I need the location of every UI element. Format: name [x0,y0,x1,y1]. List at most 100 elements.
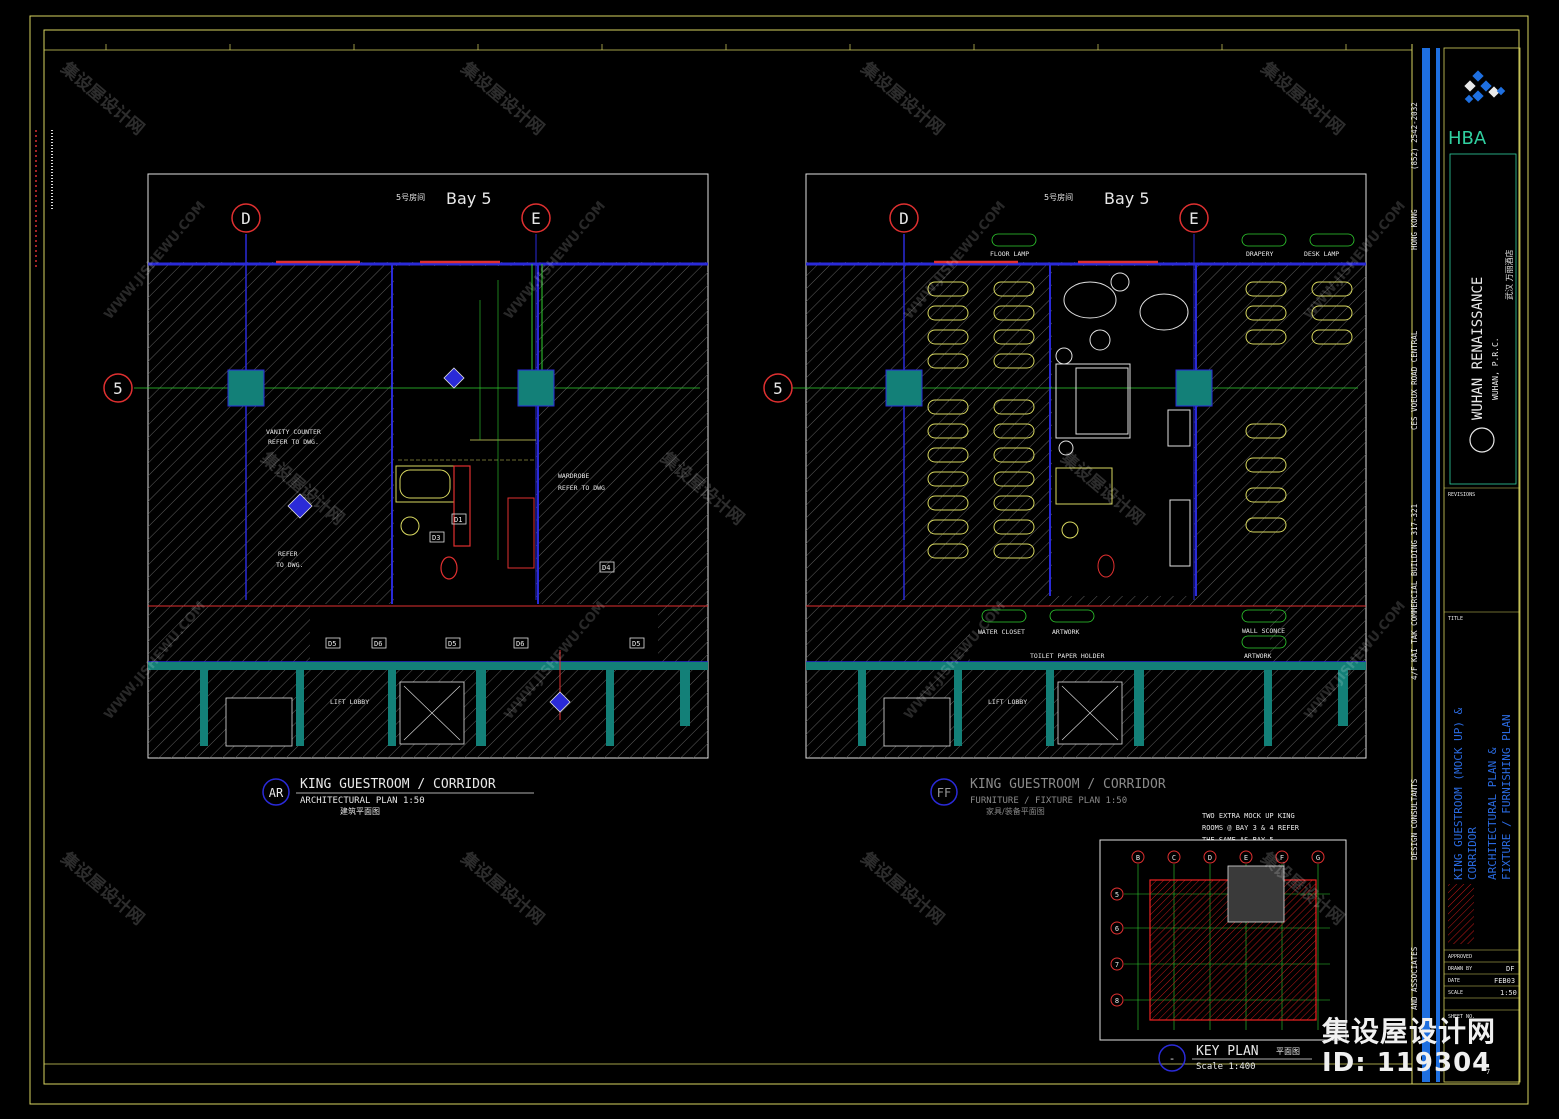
watermark-text: 集设屋设计网 [456,57,548,139]
note-wardrobe-ref: REFER TO DWG [558,484,605,492]
watermark-text: 集设屋设计网 [56,57,148,139]
sheet-title-4: FIXTURE / FURNISHING PLAN [1500,714,1513,880]
strip-phone: (852) 2542-2032 [1410,102,1419,170]
drawing-tag-ar-label: AR [269,786,284,800]
drawing-title-ff: KING GUESTROOM / CORRIDOR [970,777,1166,792]
lift-lobby-label: LIFT LOBBY [988,698,1027,706]
strip-consultants: DESIGN CONSULTANTS [1410,778,1419,860]
strip-city: HONG KONG [1410,209,1419,250]
label-water-closet: WATER CLOSET [978,628,1025,636]
drawing-subtitle-ff-cn: 家具/装备平面图 [986,806,1045,816]
door-tag: D1 [454,516,462,524]
key-grid-row: 8 [1115,997,1119,1005]
sheet-no-value: 7 [1486,1068,1490,1076]
key-plan-title: KEY PLAN [1196,1044,1259,1059]
key-grid-col: D [1208,854,1212,862]
grid-label-e: E [1189,209,1199,228]
key-plan-title-cn: 平面图 [1276,1047,1300,1056]
note-vanity: VANITY COUNTER [266,428,321,436]
drawing-tag-ff-label: FF [937,786,951,800]
date-label: DATE [1448,978,1460,984]
project-location: WUHAN, P.R.C. [1491,337,1500,400]
drawing-tag-ff [930,778,958,806]
label-wall-sconce: WALL SCONCE [1242,627,1285,635]
key-grid-col: F [1280,854,1284,862]
column [1175,369,1213,407]
strip-road: CES VOEUX ROAD CENTRAL [1410,330,1419,430]
label-artwork-2: ARTWORK [1244,652,1271,660]
lift-lobby-label: LIFT LOBBY [330,698,369,706]
brand-name: HBA [1448,128,1487,149]
door-tag: D5 [328,640,336,648]
watermark-text: 集设屋设计网 [56,847,148,929]
bay-header: Bay 5 [1104,189,1150,208]
note-vanity-ref: REFER TO DWG. [268,438,319,446]
drawing-title-ar: KING GUESTROOM / CORRIDOR [300,777,496,792]
drawing-subtitle-ar: ARCHITECTURAL PLAN 1:50 [300,796,425,806]
grid-bubble-e [521,203,551,233]
inner-frame [43,29,1520,1085]
key-plan-tag-label: - [1169,1052,1176,1065]
scale-label: SCALE [1448,990,1463,996]
key-grid-col: C [1172,854,1176,862]
grid-label-5: 5 [113,379,123,398]
key-plan-note-1: TWO EXTRA MOCK UP KING [1202,812,1295,820]
title-label: TITLE [1448,616,1463,622]
label-desk-lamp: DESK LAMP [1304,250,1339,258]
sheet-no-label: SHEET NO. [1448,1014,1475,1020]
note-refer-dwg: TO DWG. [276,561,303,569]
title-block: HBA WUHAN RENAISSANCE WUHAN, P.R.C. 武汉 万… [1443,47,1521,1083]
watermark-text: 集设屋设计网 [1256,57,1348,139]
revisions-label: REVISIONS [1448,492,1475,498]
drawing-subtitle-ff: FURNITURE / FIXTURE PLAN 1:50 [970,796,1127,806]
key-plan-scale: Scale 1:400 [1196,1062,1256,1072]
frame-ticks [105,44,1347,50]
bay-header-cn: 5号房间 [396,192,425,202]
column [885,369,923,407]
grid-label-e: E [531,209,541,228]
renaissance-logo-icon [1469,427,1495,453]
scale-value: 1:50 [1500,989,1517,997]
grid-label-d: D [241,209,251,228]
note-refer: REFER [278,550,298,558]
corridor-seating [927,281,1353,559]
architectural-plan: 5号房间 Bay 5 D E 5 VANITY COUNTER REFER TO… [103,173,709,816]
key-grid-row: 7 [1115,961,1119,969]
key-grid-row: 6 [1115,925,1119,933]
door-tag: D5 [448,640,456,648]
grid-bubble-5 [763,373,793,403]
key-plan-tag [1158,1044,1186,1072]
bay-header: Bay 5 [446,189,492,208]
grid-bubble-d [889,203,919,233]
drawn-by-value: DF [1506,965,1514,973]
note-wardrobe: WARDROBE [558,472,589,480]
key-grid-col: E [1244,854,1248,862]
bay-header-cn: 5号房间 [1044,192,1073,202]
door-tag: D6 [374,640,382,648]
label-drapery: DRAPERY [1246,250,1273,258]
key-plan-note-2: ROOMS @ BAY 3 & 4 REFER [1202,824,1300,832]
drawing-subtitle-ar-cn: 建筑平面图 [340,806,380,816]
column [227,369,265,407]
watermark-brand: 集设屋设计网 [1322,1015,1497,1048]
room-furniture [1055,272,1191,578]
watermark-id: ID: 119304 [1322,1048,1492,1078]
label-toilet-paper: TOILET PAPER HOLDER [1030,652,1104,660]
grid-bubble-d [231,203,261,233]
key-grid-col: B [1136,854,1140,862]
door-tag: D5 [632,640,640,648]
label-floor-lamp: FLOOR LAMP [990,250,1029,258]
label-artwork: ARTWORK [1052,628,1079,636]
outer-frame [29,15,1529,1105]
grid-label-d: D [899,209,909,228]
consultant-strip: (852) 2542-2032 HONG KONG CES VOEUX ROAD… [1410,44,1440,1084]
watermark-text: 集设屋设计网 [456,847,548,929]
key-plan: TWO EXTRA MOCK UP KING ROOMS @ BAY 3 & 4… [1099,812,1347,1072]
door-tag: D3 [432,534,440,542]
column [517,369,555,407]
sheet-title-1: KING GUESTROOM (MOCK UP) & [1452,707,1465,880]
sheet-title-3: ARCHITECTURAL PLAN & [1486,747,1499,880]
furniture-plan: 5号房间 Bay 5 D E 5 FLOOR LAMP DRAPERY DESK… [763,173,1367,816]
grid-label-5: 5 [773,379,783,398]
